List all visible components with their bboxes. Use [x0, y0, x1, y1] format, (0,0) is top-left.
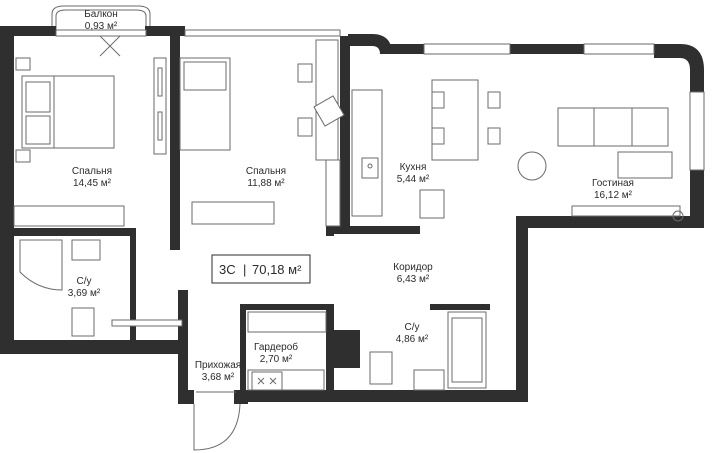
area-badge: 3С | 70,18 м²: [211, 254, 311, 284]
wardrobe-name: Гардероб: [254, 341, 298, 353]
hall-area: 3,68 м²: [202, 372, 235, 383]
hall-name: Прихожая: [195, 360, 241, 371]
corridor-area: 6,43 м²: [397, 274, 430, 285]
bedroom1-name: Спальня: [72, 166, 112, 177]
bath1-area: 3,69 м²: [68, 288, 101, 299]
bedroom1-area: 14,45 м²: [73, 178, 112, 189]
bedroom1-furniture: [13, 57, 167, 227]
badge-separator: |: [243, 262, 246, 277]
living-name: Гостиная: [592, 178, 634, 189]
hall-fixture: [251, 371, 283, 391]
wardrobe-area: 2,70 м²: [260, 354, 293, 365]
bath2-name: С/у: [405, 322, 420, 333]
room-labels: Балкон 0,93 м² Спальня 14,45 м² Спальня …: [68, 9, 634, 383]
living-area: 16,12 м²: [594, 190, 633, 201]
windows: [55, 29, 705, 171]
balcony-area: 0,93 м²: [85, 21, 118, 32]
living-furniture: [517, 107, 684, 222]
doors: [99, 35, 241, 451]
bath2-fixtures: [369, 311, 487, 391]
kitchen-name: Кухня: [400, 162, 427, 173]
corridor-name: Коридор: [393, 262, 433, 273]
apartment-type: 3С: [219, 262, 236, 277]
apartment-area: 70,18 м²: [252, 262, 302, 277]
bath1-fixtures: [19, 239, 183, 337]
kitchen-area: 5,44 м²: [397, 174, 430, 185]
bath2-area: 4,86 м²: [396, 334, 429, 345]
bedroom2-furniture: [179, 39, 345, 227]
balcony-name: Балкон: [84, 9, 118, 20]
balcony: [51, 5, 151, 36]
bedroom2-name: Спальня: [246, 166, 286, 177]
kitchen-furniture: [351, 79, 501, 219]
bath1-name: С/у: [77, 276, 92, 287]
bedroom2-area: 11,88 м²: [247, 178, 285, 189]
walls: [0, 26, 704, 404]
